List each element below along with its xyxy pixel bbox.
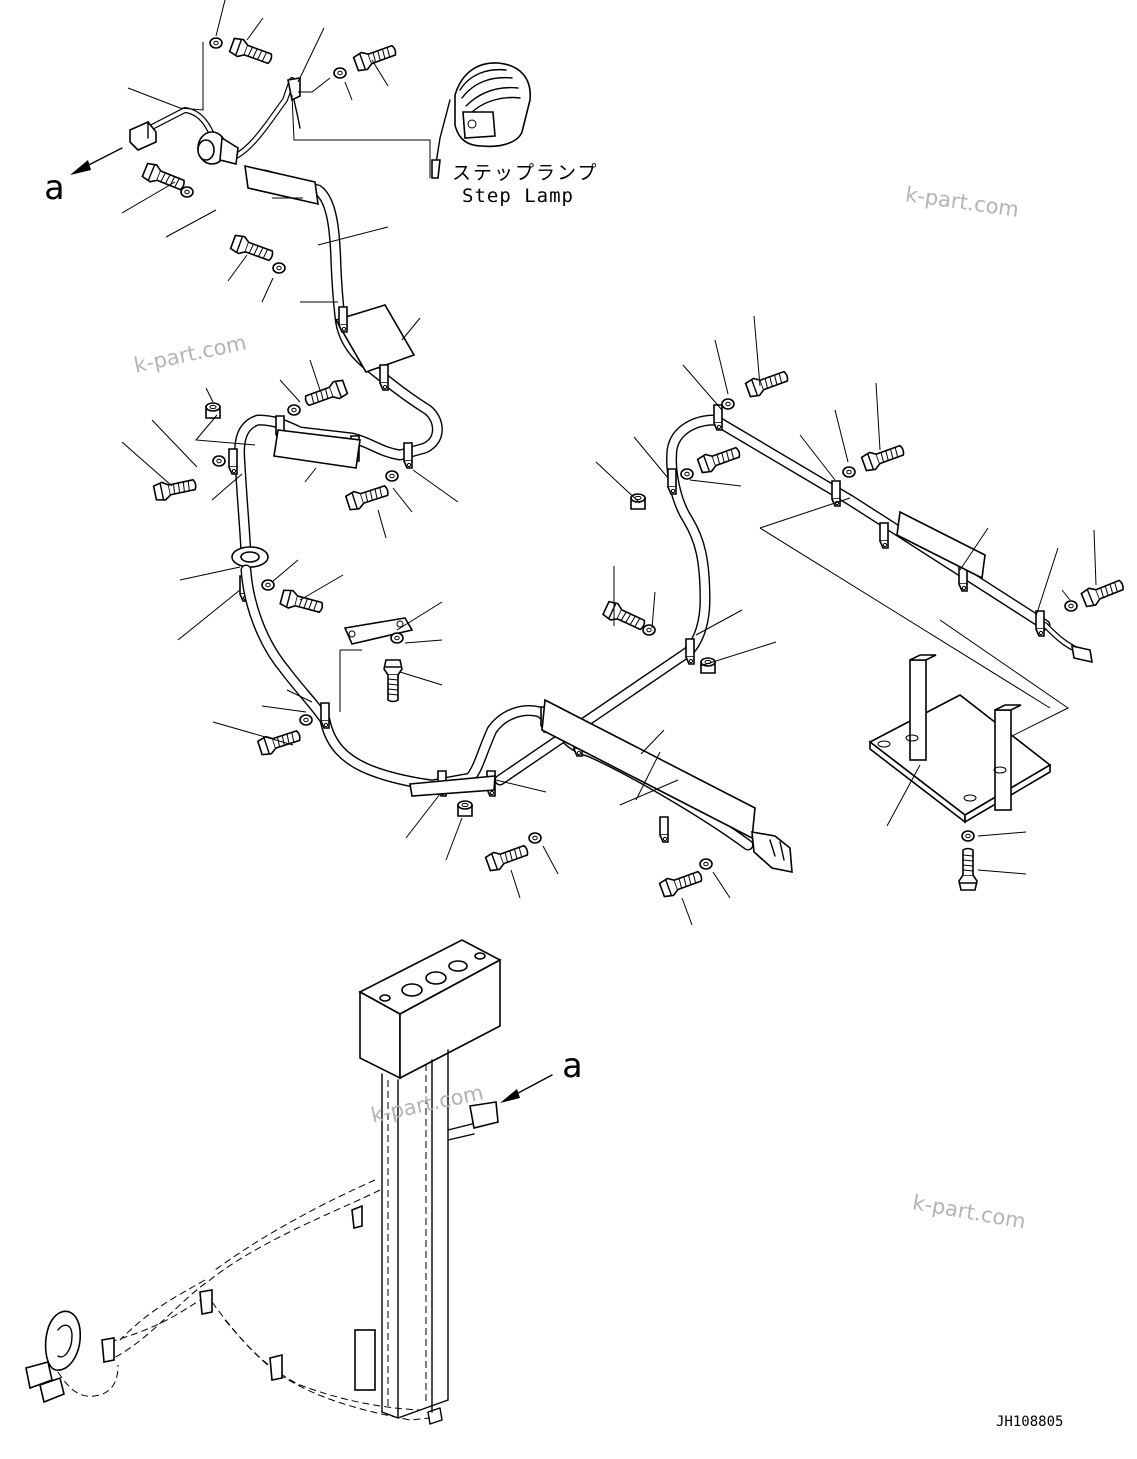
lower-harness: [240, 404, 1093, 873]
upper-harness: [129, 77, 443, 602]
drawing-code: JH108805: [996, 1414, 1064, 1430]
control-stand: [25, 939, 502, 1425]
view-marker-top: a: [44, 168, 65, 208]
view-arrows: [70, 147, 553, 1103]
view-marker-bottom: a: [562, 1046, 583, 1086]
leader-lines: [121, 0, 1097, 926]
mounting-plate: [868, 654, 1052, 824]
step-lamp-label-en: Step Lamp: [462, 185, 574, 207]
step-lamp-illustration: [431, 62, 531, 179]
step-lamp-label-jp: ステップランプ: [452, 162, 599, 184]
